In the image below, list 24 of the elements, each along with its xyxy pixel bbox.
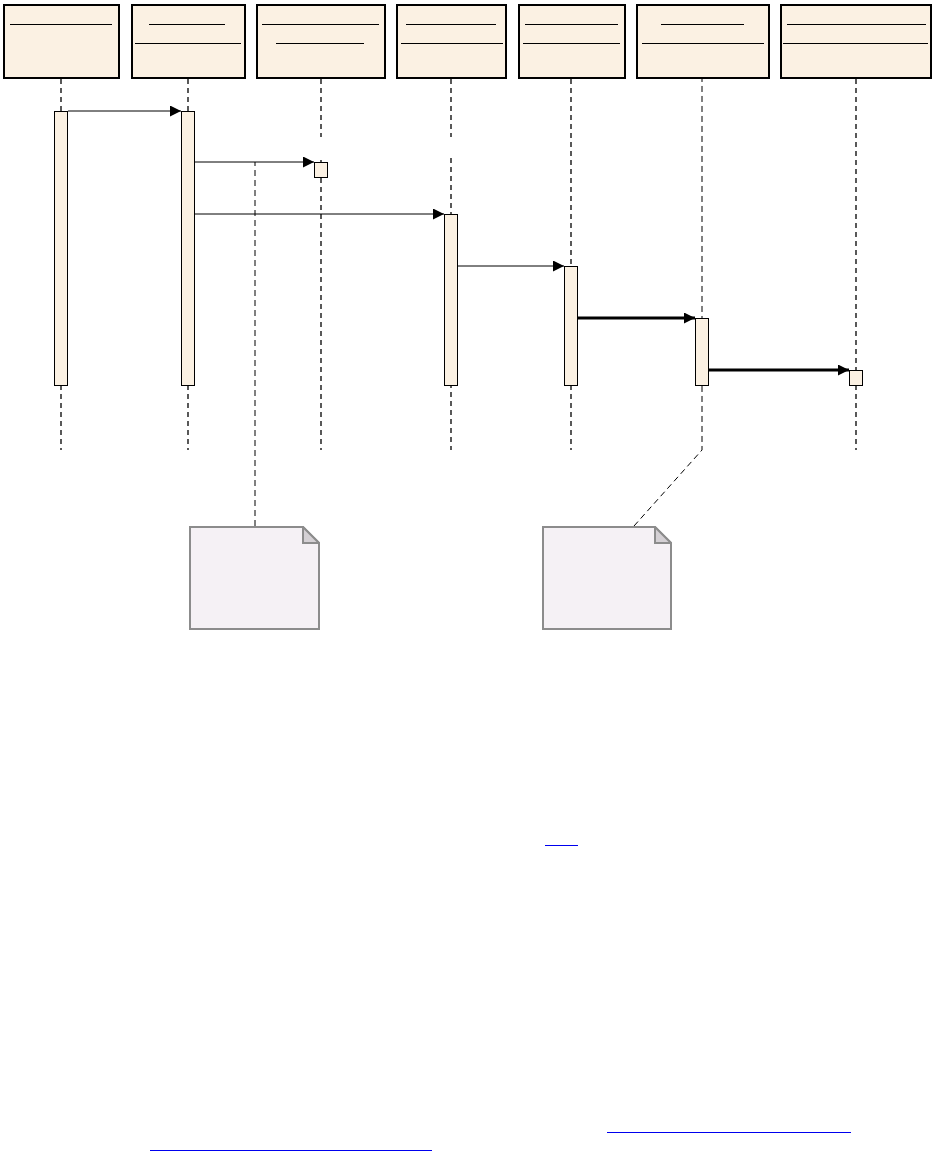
message-arrow [578,312,695,324]
activation-bar [849,370,863,386]
participant-box [396,4,507,79]
message-arrow [709,364,849,376]
participant-box [3,4,120,79]
note-shape [189,526,320,630]
message-arrow [67,105,182,117]
activation-bar [564,266,578,386]
activation-bar [181,111,195,386]
leader-line [254,161,256,527]
activation-bar [54,111,68,386]
note-shape [542,526,672,630]
participant-box [131,4,246,79]
participant-box [518,4,626,79]
participant-box [256,4,386,79]
message-arrow [457,260,565,272]
activation-bar [444,214,458,386]
participant-box [780,4,932,79]
participant-box [636,4,770,79]
message-arrow [194,156,315,168]
activation-bar [314,162,328,178]
activation-bar [695,318,709,386]
message-arrow [194,208,445,220]
leader-line [633,78,703,527]
